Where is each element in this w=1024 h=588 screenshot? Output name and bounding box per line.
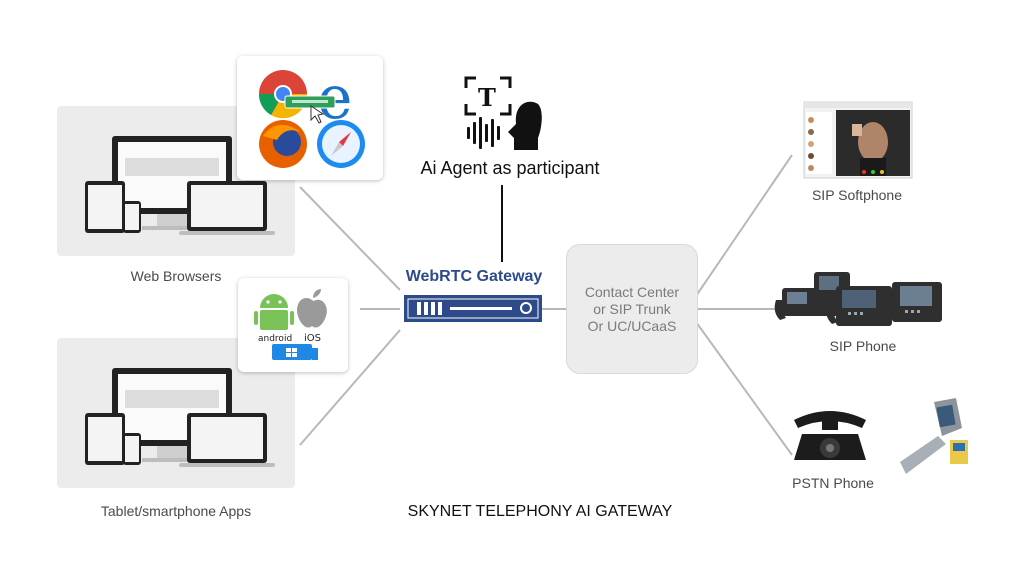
ios-text: iOS [304, 333, 321, 344]
contact-center-line-2: or SIP Trunk [593, 300, 671, 317]
contact-center-line-3: Or UC/UCaaS [587, 317, 677, 334]
download-button-icon [284, 95, 336, 109]
safari-icon [317, 120, 365, 168]
sip-phone-label: SIP Phone [829, 338, 897, 354]
rotary-phone-icon [794, 411, 866, 460]
firefox-icon [259, 120, 307, 168]
apps-panel [57, 338, 295, 488]
platform-logos-card: android iOS [238, 278, 348, 372]
flip-phone-icon [900, 398, 968, 474]
contact-center-box: Contact Center or SIP Trunk Or UC/UCaaS [566, 244, 698, 374]
contact-center-line-1: Contact Center [584, 283, 680, 300]
svg-text:T: T [478, 83, 496, 112]
pstn-phone-label: PSTN Phone [792, 475, 874, 491]
diagram-title: SKYNET TELEPHONY AI GATEWAY [407, 503, 673, 520]
apple-icon [297, 289, 327, 328]
apps-label: Tablet/smartphone Apps [100, 503, 252, 519]
web-browsers-label: Web Browsers [130, 268, 222, 284]
android-text: android [258, 334, 292, 344]
pointer-icon [310, 105, 325, 124]
devices-illustration [85, 368, 275, 467]
ai-agent-label: Ai Agent as participant [420, 158, 600, 178]
devices-illustration [85, 136, 275, 235]
android-icon [254, 294, 294, 330]
windows-icon [272, 344, 318, 360]
gateway-label: WebRTC Gateway [405, 268, 543, 285]
sip-softphone-label: SIP Softphone [811, 187, 903, 203]
browser-logos-card: e [237, 56, 383, 180]
